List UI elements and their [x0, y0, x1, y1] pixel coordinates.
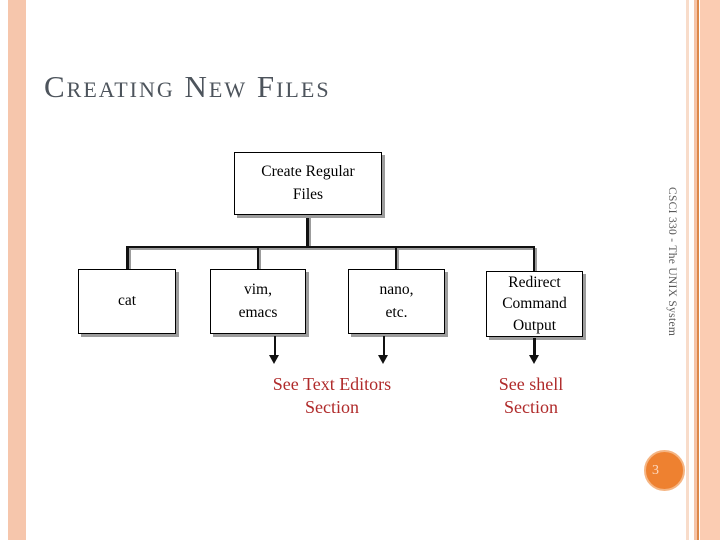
down-arrow-nano-head-icon [378, 354, 389, 364]
right-accent-stripe-1 [686, 0, 689, 540]
down-arrow-vim-head-icon [269, 354, 280, 364]
connector-stub-nano [394, 245, 397, 269]
down-arrow-nano-shaft [382, 336, 385, 356]
page-number: 3 [652, 462, 659, 478]
connector-horizontal [126, 245, 535, 248]
left-accent-bar [8, 0, 26, 540]
node-cat: cat [78, 269, 176, 334]
right-accent-band [699, 0, 720, 540]
connector-stub-redirect [532, 245, 535, 271]
down-arrow-redirect-head-icon [528, 354, 539, 364]
slide-title: Creating New Files [44, 69, 331, 104]
down-arrow-vim-shaft [273, 336, 276, 356]
node-nano-etc: nano, etc. [348, 269, 445, 334]
connector-stub-cat [126, 245, 129, 269]
connector-root-stem [306, 215, 309, 247]
right-accent-stripe-3 [697, 0, 700, 540]
course-label-vertical: CSCI 330 - The UNIX System [666, 187, 678, 337]
connector-stub-vim [256, 245, 259, 269]
node-create-regular-files: Create Regular Files [234, 152, 382, 215]
down-arrow-redirect-shaft [533, 338, 536, 356]
node-redirect-command-output: Redirect Command Output [486, 271, 583, 337]
node-vim-emacs: vim, emacs [210, 269, 306, 334]
note-see-text-editors-section: See Text Editors Section [272, 374, 392, 418]
page-number-badge: 3 [644, 450, 685, 491]
right-accent-stripe-2 [694, 0, 698, 540]
note-see-shell-section: See shell Section [498, 374, 564, 418]
